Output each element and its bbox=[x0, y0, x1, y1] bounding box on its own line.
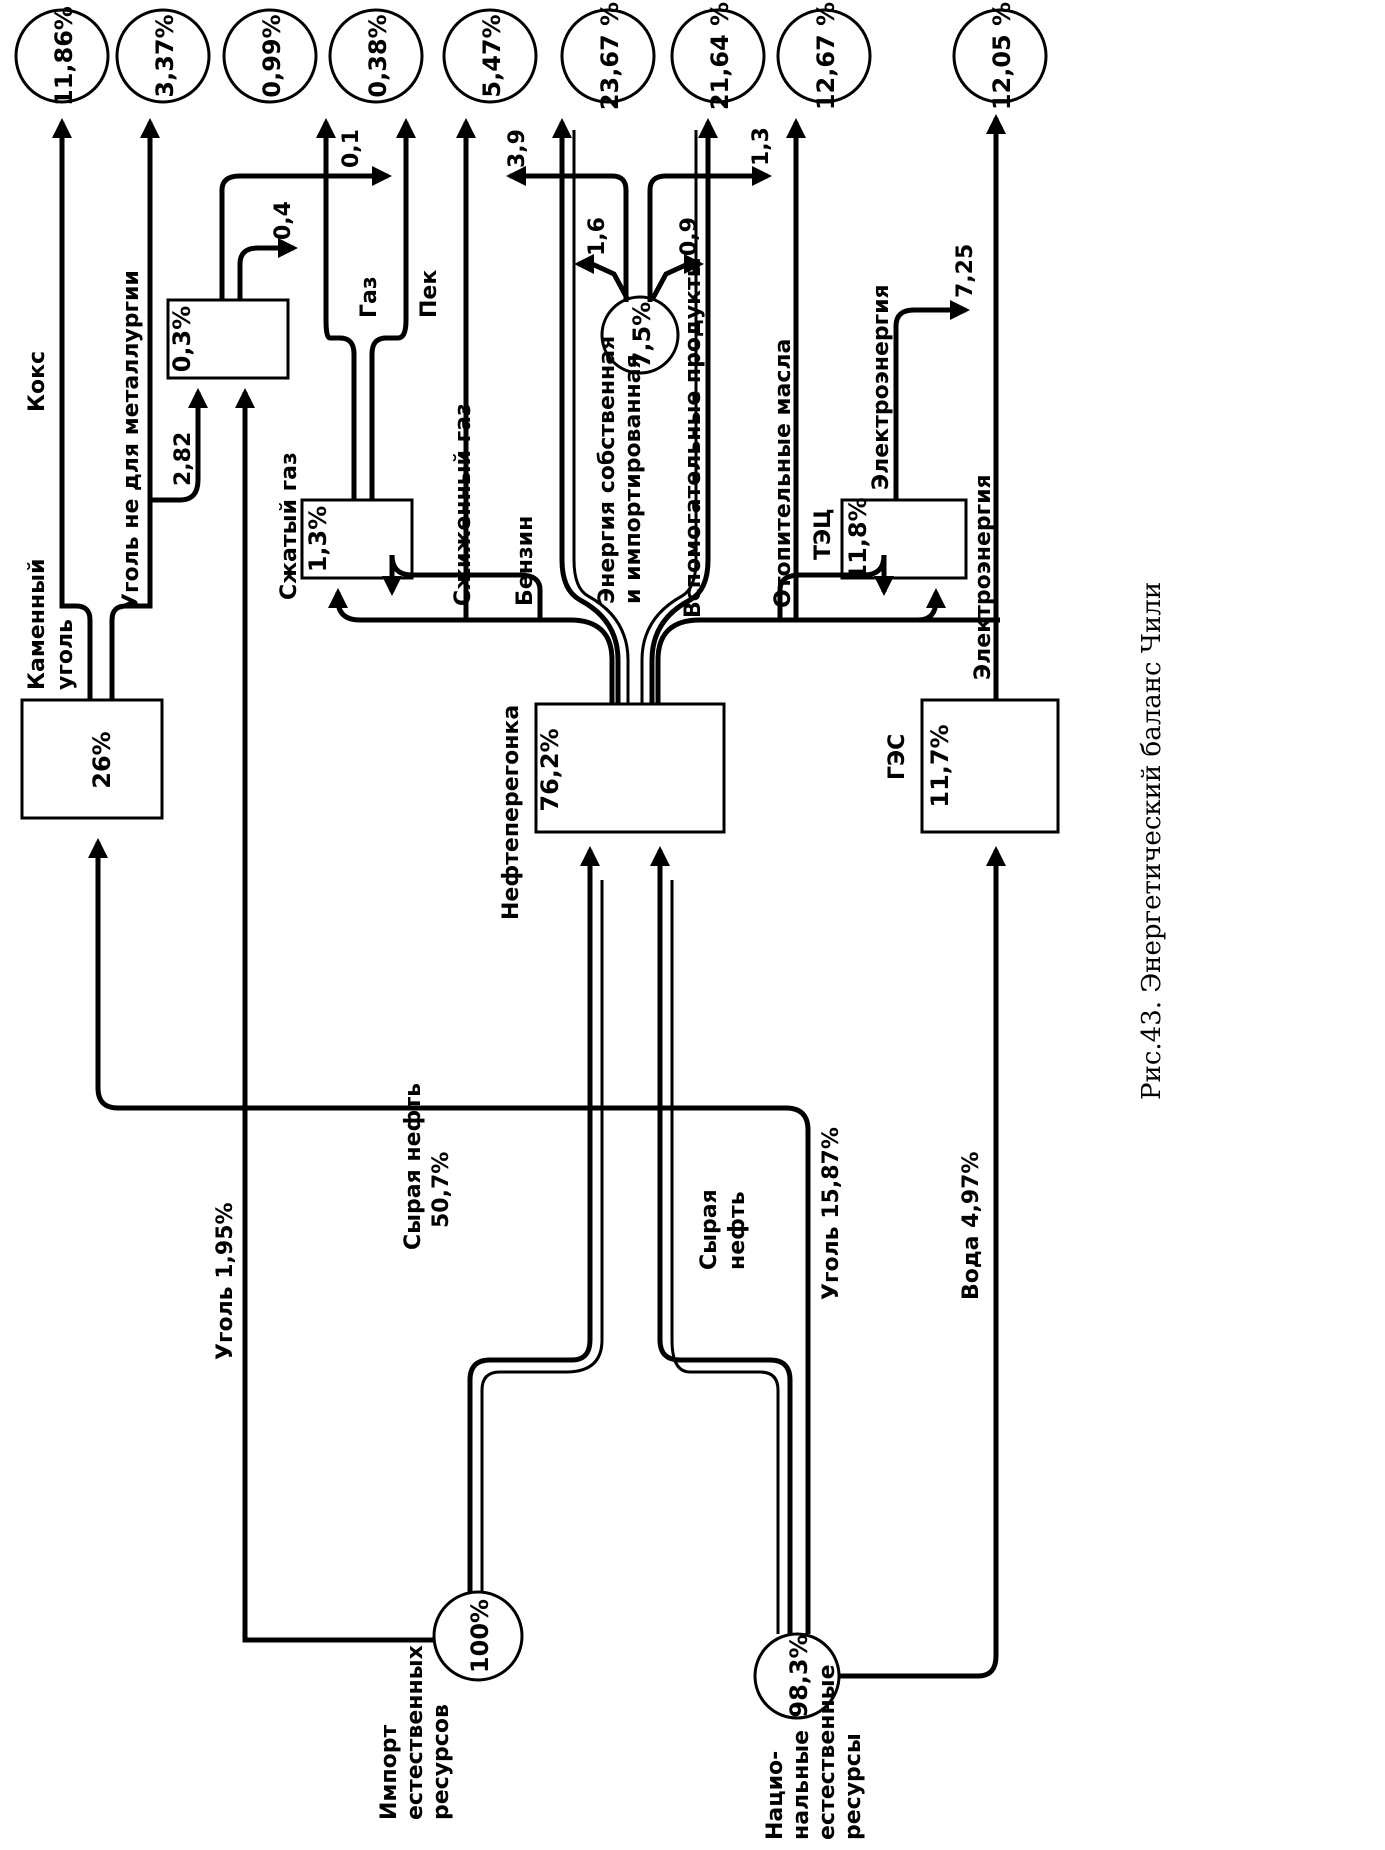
svg-text:7,5%: 7,5% bbox=[628, 302, 656, 369]
label-39: 3,9 bbox=[505, 129, 530, 168]
label-electricity-chp: Электроэнергия bbox=[869, 284, 894, 490]
svg-text:100%: 100% bbox=[466, 1599, 494, 1673]
svg-text:уголь: уголь bbox=[53, 619, 78, 690]
label-coal-national: Уголь 15,87% bbox=[819, 1127, 844, 1300]
output-circle-liquefied-gas: 5,47% bbox=[442, 8, 538, 104]
label-crude-national-2: нефть bbox=[725, 1191, 750, 1270]
svg-text:ресурсов: ресурсов bbox=[429, 1704, 454, 1820]
label-liquefied-gas: Сжиженный газ bbox=[451, 403, 476, 606]
svg-text:Каменный: Каменный bbox=[25, 559, 50, 690]
svg-text:11,7%: 11,7% bbox=[926, 724, 954, 807]
svg-text:0,99%: 0,99% bbox=[258, 14, 286, 97]
node-refinery: 76,2% Нефтеперегонка bbox=[499, 702, 726, 920]
label-koks: Кокс bbox=[25, 351, 50, 412]
label-electricity-hydro: Электроэнергия bbox=[971, 474, 996, 680]
node-small-box: 0,3% bbox=[166, 298, 290, 380]
svg-text:3,37%: 3,37% bbox=[151, 14, 179, 97]
label-725: 7,25 bbox=[953, 244, 978, 298]
output-circle-pek: 0,38% bbox=[328, 8, 424, 104]
label-own-energy-2: и импортированная bbox=[621, 354, 646, 604]
svg-text:ТЭЦ: ТЭЦ bbox=[811, 508, 836, 560]
svg-text:естественных: естественных bbox=[403, 1645, 428, 1820]
national-label: Нацио- нальные естественные ресурсы bbox=[763, 1665, 866, 1840]
node-coal: 26% Каменный уголь bbox=[20, 559, 164, 820]
output-circle-electricity: 12,05 % bbox=[952, 2, 1048, 110]
label-gasoline: Бензин bbox=[513, 516, 538, 606]
svg-text:76,2%: 76,2% bbox=[536, 728, 564, 811]
svg-text:0,3%: 0,3% bbox=[168, 306, 196, 373]
label-pek: Пек bbox=[417, 270, 442, 318]
label-16: 1,6 bbox=[585, 217, 610, 256]
output-circle-coke: 11,86% bbox=[14, 6, 110, 106]
label-crude-import-2: 50,7% bbox=[429, 1152, 454, 1228]
svg-text:0,38%: 0,38% bbox=[364, 14, 392, 97]
svg-text:12,05 %: 12,05 % bbox=[988, 2, 1016, 110]
label-own-energy-1: Энергия собственная bbox=[595, 336, 620, 604]
svg-text:ресурсы: ресурсы bbox=[841, 1733, 866, 1840]
svg-text:23,67 %: 23,67 % bbox=[596, 2, 624, 110]
svg-text:Нацио-: Нацио- bbox=[763, 1751, 788, 1840]
svg-text:5,47%: 5,47% bbox=[478, 14, 506, 97]
label-coal-import: Уголь 1,95% bbox=[213, 1202, 238, 1360]
svg-text:Нефтеперегонка: Нефтеперегонка bbox=[499, 705, 524, 920]
node-own-energy: 7,5% bbox=[600, 295, 680, 375]
figure-caption: Рис.43. Энергетический баланс Чили bbox=[1137, 582, 1167, 1100]
label-coal-non-metal: Уголь не для металлургии bbox=[119, 270, 144, 610]
svg-text:Импорт: Импорт bbox=[377, 1725, 402, 1820]
svg-text:12,67 %: 12,67 % bbox=[812, 2, 840, 110]
output-circle-heating-oils: 12,67 % bbox=[776, 2, 872, 110]
label-crude-national-1: Сырая bbox=[697, 1189, 722, 1270]
label-282: 2,82 bbox=[171, 432, 196, 486]
label-gas: Газ bbox=[357, 276, 382, 318]
svg-text:11,8%: 11,8% bbox=[844, 497, 872, 580]
svg-text:нальные: нальные bbox=[789, 1730, 814, 1840]
output-circle-aux-products: 21,64 % bbox=[670, 2, 766, 110]
label-01: 0,1 bbox=[339, 129, 364, 168]
label-13: 1,3 bbox=[749, 127, 774, 166]
svg-text:98,3%: 98,3% bbox=[785, 1634, 813, 1717]
label-heating-oils: Отопительные масла bbox=[771, 339, 796, 608]
svg-text:ГЭС: ГЭС bbox=[885, 734, 910, 780]
svg-text:11,86%: 11,86% bbox=[50, 6, 78, 106]
svg-text:1,3%: 1,3% bbox=[304, 506, 332, 573]
node-chp: 11,8% ТЭЦ bbox=[811, 497, 968, 581]
svg-text:21,64 %: 21,64 % bbox=[706, 2, 734, 110]
output-circle-coal-non-metal: 3,37% bbox=[115, 8, 211, 104]
svg-text:естественные: естественные bbox=[815, 1665, 840, 1840]
output-circle-gasoline: 23,67 % bbox=[560, 2, 656, 110]
label-crude-import-1: Сырая нефть bbox=[401, 1083, 426, 1250]
label-aux-products: Вспомогательные продукты bbox=[681, 257, 706, 618]
source-circle-national: 98,3% bbox=[753, 1632, 841, 1720]
svg-text:26%: 26% bbox=[88, 731, 116, 788]
import-label: Импорт естественных ресурсов bbox=[377, 1645, 454, 1820]
label-compressed-gas: Сжатый газ bbox=[277, 452, 302, 600]
label-09: 0,9 bbox=[677, 217, 702, 256]
output-circle-gas: 0,99% bbox=[222, 8, 318, 104]
node-hydro: 11,7% ГЭС bbox=[885, 698, 1060, 834]
label-04: 0,4 bbox=[271, 201, 296, 240]
label-water: Вода 4,97% bbox=[959, 1152, 984, 1300]
source-circle-import: 100% bbox=[432, 1590, 524, 1682]
